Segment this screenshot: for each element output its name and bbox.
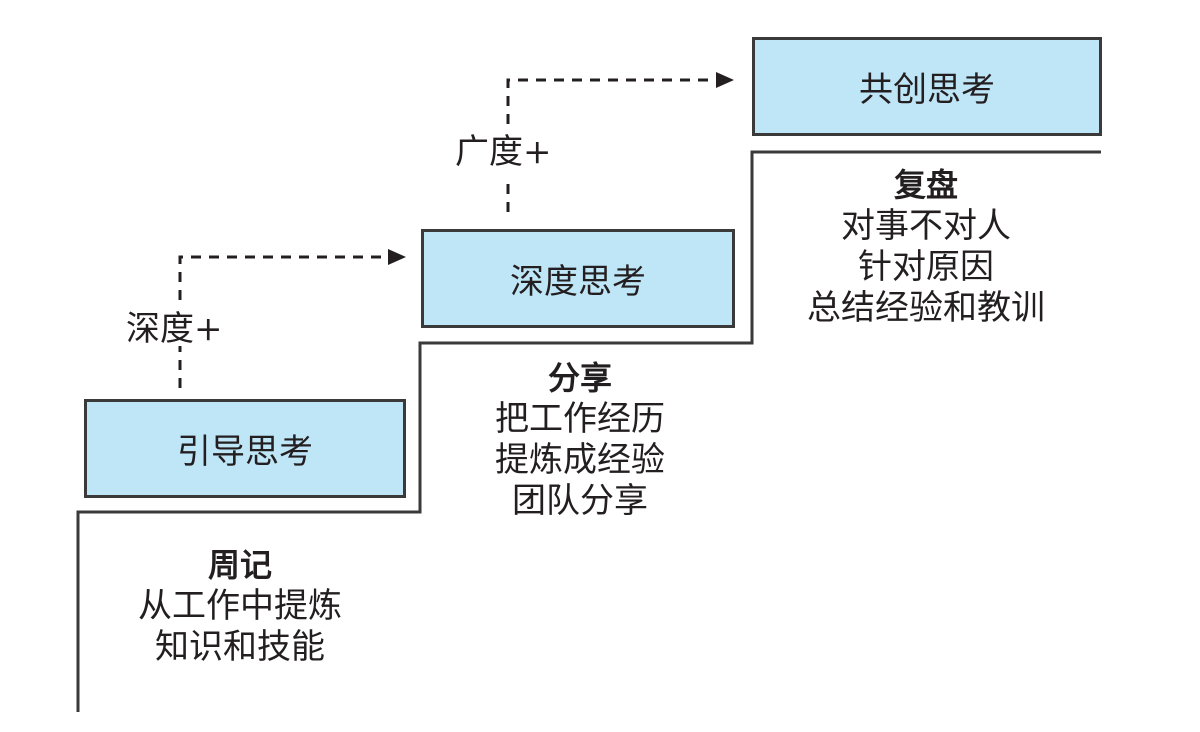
stage-box-label: 引导思考 — [177, 432, 313, 472]
practice-line: 从工作中提炼 — [138, 586, 342, 626]
practice-line: 总结经验和教训 — [807, 288, 1045, 328]
depth-arrow-path — [178, 255, 398, 300]
stage-box-label: 共创思考 — [859, 70, 995, 110]
breadth-arrow-path — [506, 78, 726, 124]
practice-line: 提炼成经验 — [495, 440, 665, 480]
depth-arrowhead-icon — [388, 249, 406, 265]
practice-description-sharing: 分享 把工作经历 提炼成经验 团队分享 — [430, 358, 730, 522]
stage-box-guided-thinking: 引导思考 — [84, 399, 406, 498]
practice-description-weekly-notes: 周记 从工作中提炼 知识和技能 — [90, 545, 390, 668]
staircase-line — [76, 150, 1101, 712]
transition-label-breadth: 广度+ — [455, 132, 552, 172]
practice-line: 知识和技能 — [155, 627, 325, 667]
stage-box-co-creation-thinking: 共创思考 — [752, 37, 1102, 136]
practice-title: 复盘 — [893, 166, 958, 204]
stage-box-deep-thinking: 深度思考 — [421, 229, 735, 328]
practice-title: 分享 — [547, 359, 612, 397]
practice-title: 周记 — [207, 546, 272, 584]
practice-line: 对事不对人 — [841, 206, 1011, 246]
stage-box-label: 深度思考 — [510, 262, 646, 302]
practice-line: 把工作经历 — [495, 399, 665, 439]
practice-line: 团队分享 — [512, 481, 648, 521]
transition-label-depth: 深度+ — [126, 309, 223, 349]
practice-line: 针对原因 — [858, 247, 994, 287]
practice-description-retrospective: 复盘 对事不对人 针对原因 总结经验和教训 — [766, 165, 1086, 329]
breadth-arrowhead-icon — [716, 72, 734, 88]
